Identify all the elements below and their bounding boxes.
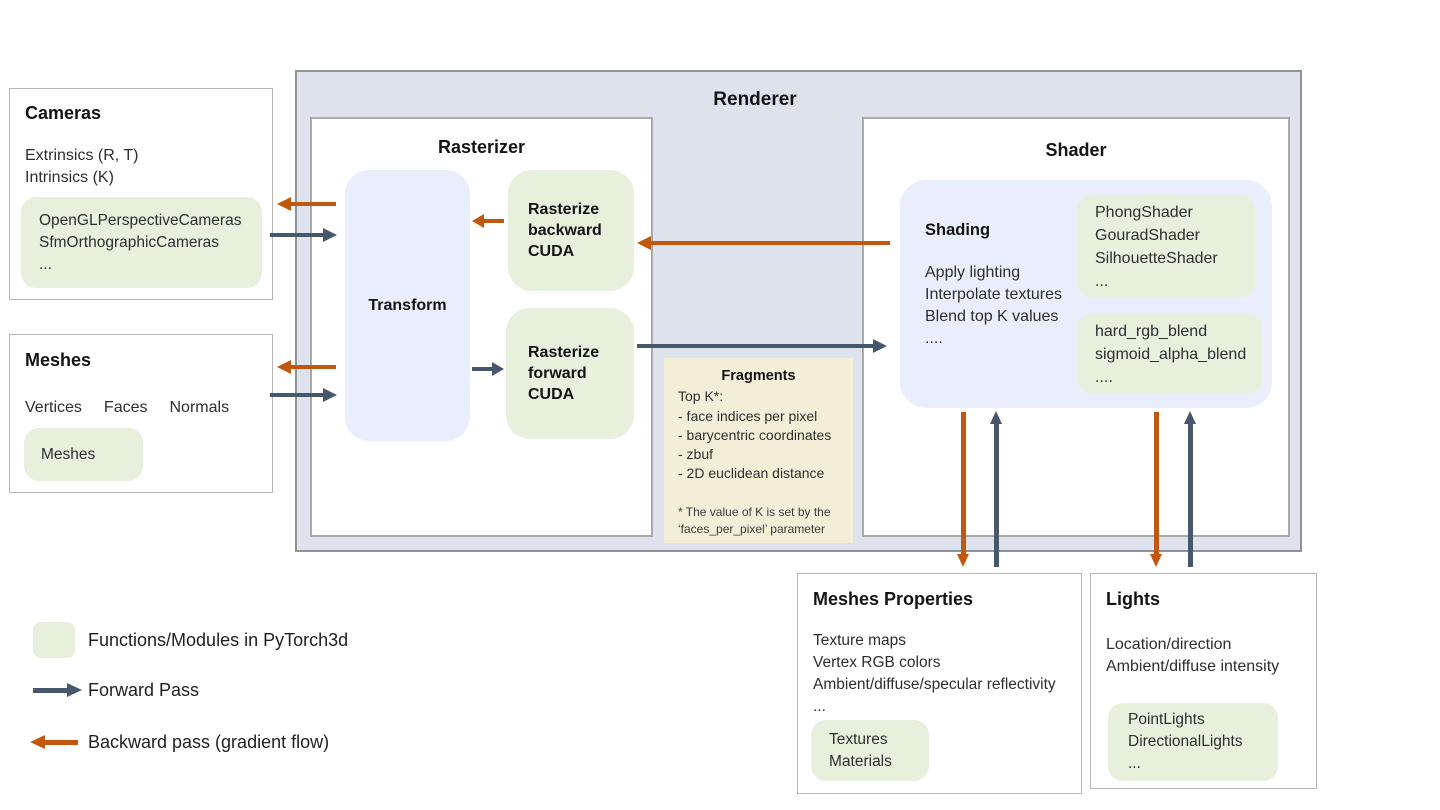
backward-arrow-shading-to-rasterize-backward	[637, 236, 890, 250]
text-line: Faces	[103, 399, 148, 416]
text-line: ....	[925, 330, 943, 347]
legend-module-swatch	[33, 622, 75, 658]
text-line: Blend top K values	[925, 308, 1059, 325]
text-line: ...	[1095, 272, 1109, 290]
transform-module-box: Transform	[345, 170, 470, 441]
text-line: Meshes	[41, 445, 96, 463]
backward-arrow-shading-to-meshes-properties	[956, 412, 970, 567]
text-line: SilhouetteShader	[1095, 249, 1218, 267]
forward-arrow-lights-to-shading	[1183, 411, 1197, 567]
backward-arrow-shading-to-lights	[1149, 412, 1163, 567]
meshes-title: Meshes	[25, 350, 92, 370]
backward-arrow-renderer-to-meshes	[277, 360, 336, 374]
shading-title: Shading	[925, 221, 991, 239]
text-line: sigmoid_alpha_blend	[1095, 345, 1247, 363]
text-line: forward	[528, 365, 587, 382]
text-line: DirectionalLights	[1128, 733, 1243, 750]
text-line: Texture maps	[813, 632, 907, 649]
text-line: - zbuf	[678, 446, 714, 462]
text-line: Vertex RGB colors	[813, 654, 941, 671]
text-line: PhongShader	[1095, 203, 1193, 221]
text-line: ‘faces_per_pixel’ parameter	[678, 522, 825, 536]
cameras-title: Cameras	[25, 103, 102, 123]
forward-arrow-meshes-properties-to-shading	[989, 411, 1003, 567]
text-line: SfmOrthographicCameras	[39, 233, 220, 251]
text-line: GouradShader	[1095, 226, 1200, 244]
legend-forward-arrow	[33, 683, 82, 697]
lights-title: Lights	[1106, 589, 1160, 609]
fragments-title: Fragments	[721, 368, 796, 384]
text-line: Vertices	[25, 399, 82, 416]
legend-backward-label: Backward pass (gradient flow)	[88, 732, 330, 752]
text-line: Ambient/diffuse intensity	[1106, 658, 1280, 675]
transform-label: Transform	[368, 296, 447, 314]
legend-module-label: Functions/Modules in PyTorch3d	[88, 630, 349, 650]
forward-arrow-cameras-to-renderer	[270, 228, 337, 242]
fragments-box: Fragments Top K*: - face indices per pix…	[664, 358, 853, 543]
legend-forward-label: Forward Pass	[88, 680, 200, 700]
text-line: Materials	[829, 752, 892, 770]
blend-functions-module-box: hard_rgb_blend sigmoid_alpha_blend....	[1077, 314, 1262, 394]
cameras-params: Extrinsics (R, T) Intrinsics (K)	[25, 145, 138, 189]
fragments-intro: Top K*:	[678, 388, 724, 404]
text-line: Rasterize	[528, 344, 600, 361]
text-line: Interpolate textures	[925, 286, 1062, 303]
fragments-items: - face indices per pixel - barycentric co…	[678, 407, 831, 483]
text-line: Apply lighting	[925, 264, 1021, 281]
backward-arrow-rasterize-backward-to-transform	[472, 214, 504, 228]
text-line: ...	[1128, 755, 1141, 772]
forward-arrow-rasterize-forward-to-shading	[637, 339, 887, 353]
meshes-box: Meshes Vertices Faces Normals Meshes	[9, 334, 273, 493]
meshes-properties-title: Meshes Properties	[813, 589, 974, 609]
text-line: ...	[813, 698, 826, 715]
text-line: * The value of K is set by the	[678, 505, 831, 519]
cameras-box: Cameras Extrinsics (R, T)Intrinsics (K) …	[9, 88, 273, 300]
text-line: Location/direction	[1106, 636, 1232, 653]
text-line: Rasterize	[528, 201, 600, 218]
text-line: Intrinsics (K)	[25, 169, 114, 186]
shader-title: Shader	[1045, 140, 1107, 160]
text-line: - barycentric coordinates	[678, 427, 832, 443]
text-line: CUDA	[528, 243, 575, 260]
forward-arrow-transform-to-rasterize-forward	[472, 362, 504, 376]
renderer-title: Renderer	[713, 89, 797, 110]
meshes-fields: Vertices Faces Normals	[25, 397, 229, 419]
forward-arrow-meshes-to-renderer	[270, 388, 337, 402]
rasterizer-title: Rasterizer	[437, 137, 526, 157]
text-line: PointLights	[1128, 711, 1205, 728]
meshes-module-box: Meshes	[24, 428, 143, 481]
fragments-footnote: * The value of K is set by the ‘faces_per…	[678, 504, 831, 538]
text-line: CUDA	[528, 386, 575, 403]
text-line: - face indices per pixel	[678, 408, 818, 424]
text-line: Extrinsics (R, T)	[25, 147, 139, 164]
text-line: hard_rgb_blend	[1095, 322, 1208, 340]
legend-backward-arrow	[30, 735, 78, 749]
backward-arrow-renderer-to-cameras	[277, 197, 336, 211]
text-line: Ambient/diffuse/specular reflectivity	[813, 676, 1056, 693]
text-line: OpenGLPerspectiveCameras	[39, 211, 242, 229]
text-line: Normals	[169, 399, 230, 416]
text-line: ....	[1095, 368, 1113, 386]
text-line: backward	[528, 222, 602, 239]
text-line: - 2D euclidean distance	[678, 465, 825, 481]
text-line: ...	[39, 255, 52, 273]
text-line: Textures	[829, 730, 888, 748]
